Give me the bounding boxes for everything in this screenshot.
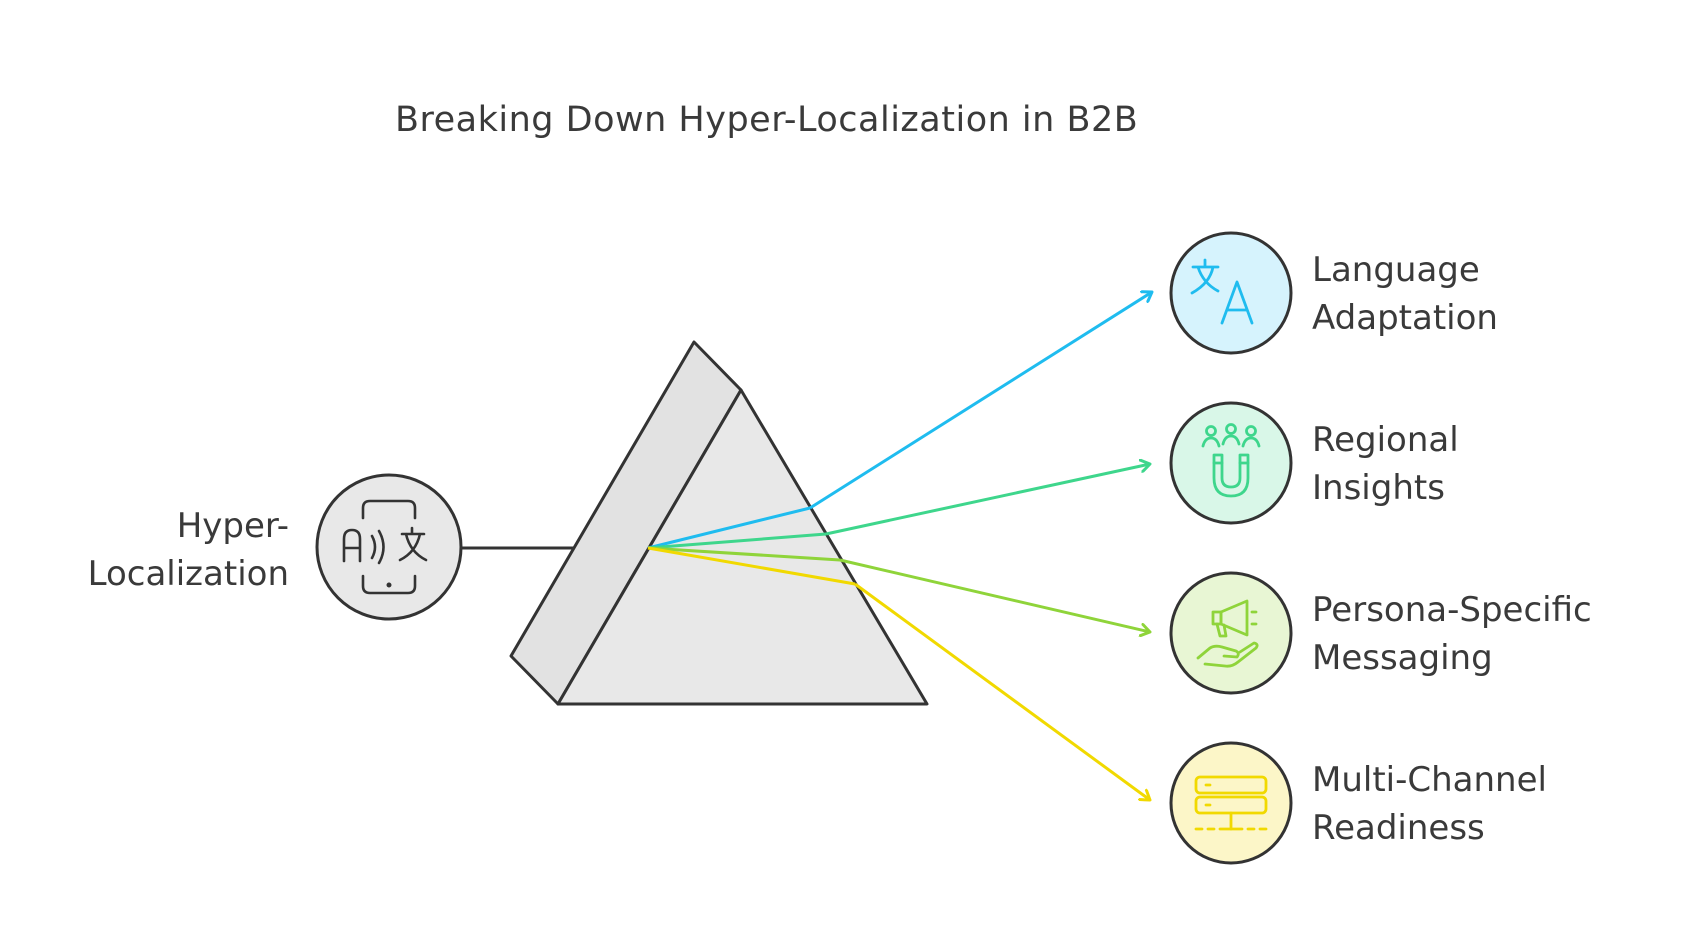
arrow-language [809,292,1152,510]
branch-label-persona: Persona-Specific Messaging [1312,586,1592,682]
prism [509,340,929,706]
arrow-persona [839,558,1150,632]
source-node [315,473,463,621]
ray-multichannel [647,546,856,586]
branch-node-circle [1169,571,1293,695]
ray-regional [647,532,827,550]
phone-translate-icon [342,499,428,595]
branch-label-line-1: Language [1312,250,1480,290]
refracted-rays [647,506,856,586]
branch-node-circle [1169,401,1293,525]
branch-node-multichannel [1169,741,1293,865]
arrow-regional [825,464,1150,536]
megaphone-hand-icon [1196,599,1259,668]
branch-label-language: Language Adaptation [1312,246,1498,342]
branch-label-line-1: Regional [1312,420,1459,460]
branch-node-persona [1169,571,1293,695]
diagram-title: Breaking Down Hyper-Localization in B2B [395,100,1139,140]
branch-label-line-2: Messaging [1312,638,1493,678]
branch-label-multichannel: Multi-Channel Readiness [1312,756,1547,852]
ray-persona [647,546,841,562]
source-node-circle [315,473,463,621]
branch-label-line-1: Persona-Specific [1312,590,1592,630]
translate-icon [1190,258,1254,325]
source-label: Hyper- Localization [29,502,289,598]
branch-node-circle [1169,231,1293,355]
server-network-icon [1194,775,1268,831]
branch-node-circle [1169,741,1293,865]
source-label-line-2: Localization [87,554,289,594]
branch-label-regional: Regional Insights [1312,416,1459,512]
branch-label-line-1: Multi-Channel [1312,760,1547,800]
branch-label-line-2: Readiness [1312,808,1485,848]
arrow-multichannel [854,582,1150,800]
people-magnet-icon [1201,423,1261,498]
branch-node-language [1169,231,1293,355]
branch-node-regional [1169,401,1293,525]
ray-language [647,506,811,550]
source-label-line-1: Hyper- [176,506,289,546]
branch-label-line-2: Insights [1312,468,1445,508]
branch-label-line-2: Adaptation [1312,298,1498,338]
branch-arrows [809,292,1152,800]
